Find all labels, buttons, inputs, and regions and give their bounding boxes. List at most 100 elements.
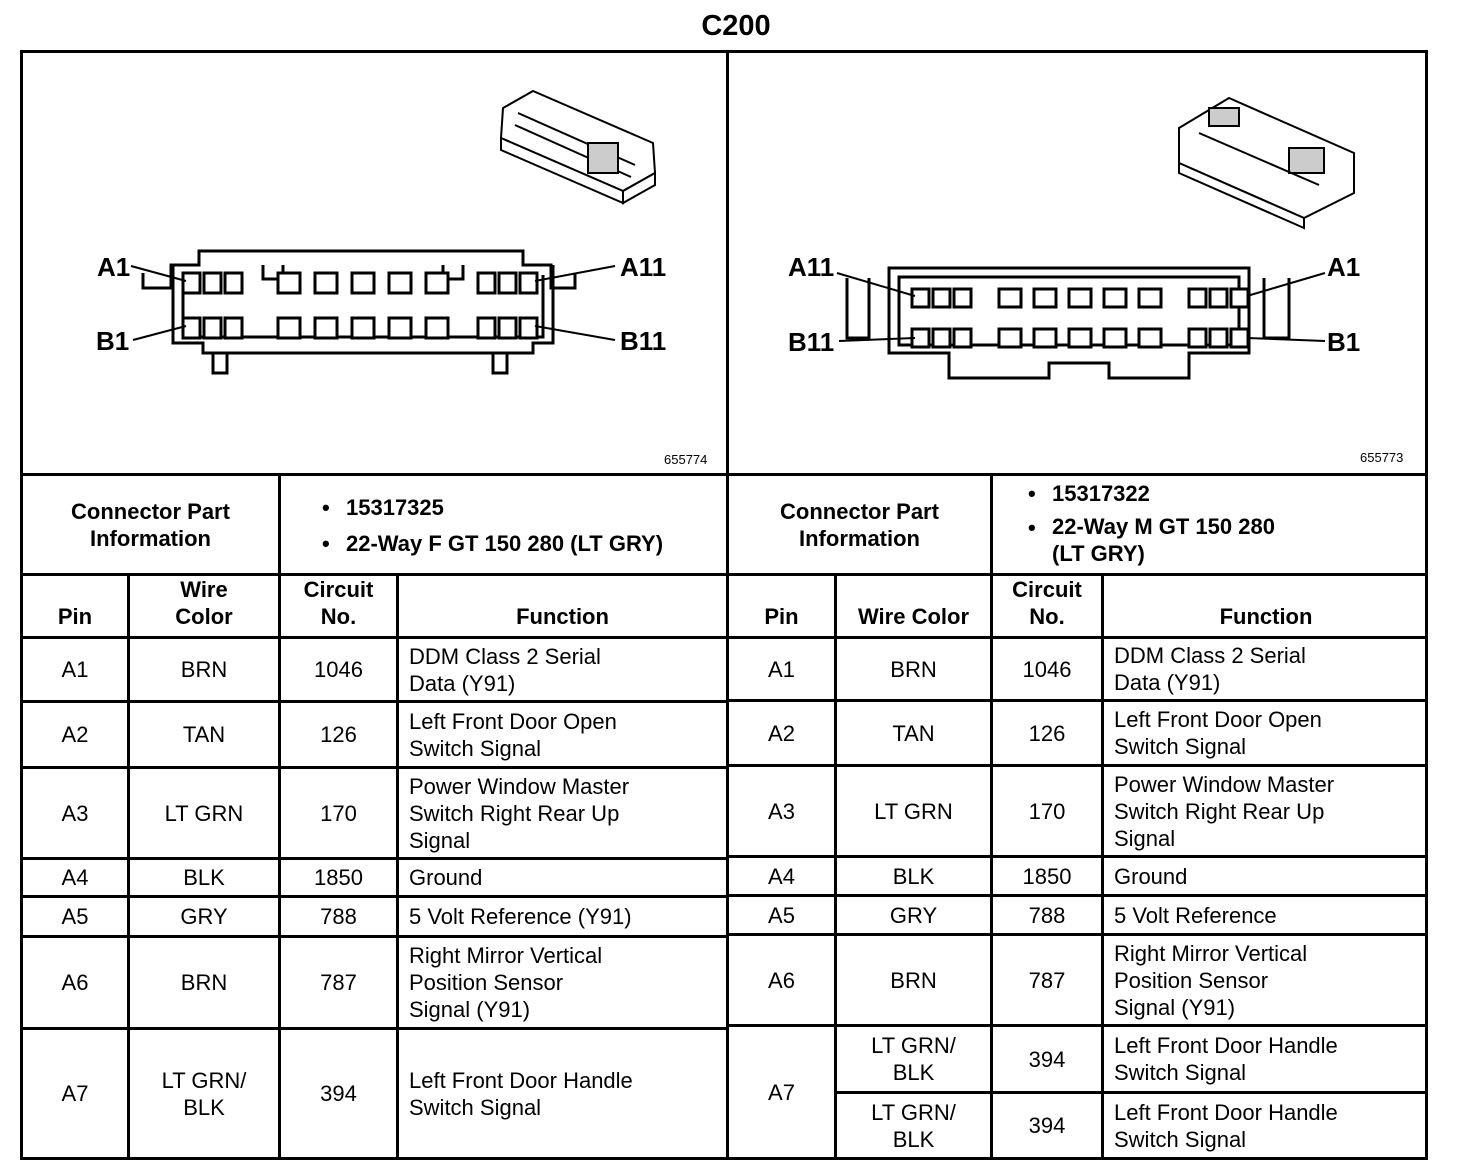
row-rule [727, 764, 1428, 767]
wire-color-cell: LT GRN/ BLK [871, 1033, 956, 1085]
circuit-cell: 1046 [1022, 656, 1072, 682]
circuit-cell: 394 [1028, 1113, 1066, 1138]
part-info-label-right: Connector Part Information [780, 498, 939, 551]
pin-cell: A7 [768, 1079, 795, 1105]
page-title: C200 [701, 10, 771, 42]
pin-cell: A1 [61, 657, 89, 682]
pin-label-b1-right: B1 [1327, 327, 1361, 357]
col-header-function: Function [516, 604, 609, 629]
row-rule [20, 700, 727, 703]
row-rule [20, 935, 727, 938]
part-info-label-left: Connector Part Information [71, 498, 230, 551]
part-description: 22-Way M GT 150 280 (LT GRY) [1052, 514, 1275, 566]
part-numbers-right: •15317322 •22-Way M GT 150 280 (LT GRY) [1028, 481, 1275, 566]
col-header-pin: Pin [57, 604, 93, 629]
circuit-cell: 394 [1028, 1046, 1066, 1072]
pin-label-b11-right: B11 [788, 327, 835, 357]
function-cell: Left Front Door Handle Switch Signal [1114, 1099, 1338, 1152]
row-rule [727, 855, 1428, 858]
circuit-cell: 170 [320, 800, 357, 826]
part-numbers-left: •15317325 •22-Way F GT 150 280 (LT GRY) [322, 495, 664, 556]
function-cell: 5 Volt Reference (Y91) [409, 904, 632, 929]
pin-cell: A3 [61, 800, 89, 826]
function-cell: DDM Class 2 Serial Data (Y91) [409, 643, 601, 696]
connector-3d-icon [499, 89, 657, 205]
connector-sheet-frame [20, 50, 1428, 1160]
circuit-cell: 170 [1028, 798, 1066, 824]
row-rule [727, 699, 1428, 702]
col-header-function: Function [1219, 604, 1313, 629]
wire-color-cell: LT GRN [164, 800, 244, 826]
function-cell: Ground [1114, 863, 1188, 889]
col-header-wire-color: Wire Color [857, 604, 970, 629]
circuit-cell: 788 [320, 904, 357, 929]
function-cell: Right Mirror Vertical Position Sensor Si… [1114, 940, 1308, 1020]
wire-color-cell: GRY [889, 902, 938, 928]
connector-illustration-left [130, 89, 657, 375]
col-rule-right-circuit [990, 474, 993, 1160]
connector-3d-icon [1178, 96, 1355, 230]
pin-label-a1-left: A1 [97, 252, 131, 282]
wire-color-cell: BRN [180, 970, 228, 995]
row-rule [727, 894, 1428, 897]
circuit-cell: 787 [1028, 967, 1066, 993]
circuit-cell: 1850 [314, 865, 363, 890]
center-divider [726, 50, 729, 1160]
pin-cell: A6 [61, 970, 89, 995]
pin-cell: A6 [768, 967, 795, 993]
circuit-cell: 1046 [314, 657, 363, 682]
circuit-cell: 1850 [1022, 863, 1072, 889]
col-rule-left-circuit [278, 474, 281, 1160]
col-header-pin: Pin [764, 604, 799, 629]
circuit-cell: 126 [1028, 720, 1066, 746]
circuit-cell: 126 [320, 722, 357, 747]
pin-label-a1-right: A1 [1327, 252, 1361, 282]
circuit-cell: 788 [1028, 902, 1066, 928]
pin-cell: A2 [768, 720, 795, 746]
pin-cell: A3 [768, 798, 795, 824]
part-description: 22-Way F GT 150 280 (LT GRY) [346, 531, 664, 556]
wire-color-cell: BRN [890, 967, 937, 993]
function-cell: Left Front Door Open Switch Signal [409, 708, 617, 761]
row-rule [834, 1091, 1428, 1094]
col-rule [396, 574, 399, 1160]
header-bottom-rule [20, 636, 1428, 639]
col-rule [127, 574, 130, 1160]
pin-cell: A2 [61, 722, 89, 747]
pin-cell: A4 [768, 863, 795, 889]
function-cell: Left Front Door Handle Switch Signal [1114, 1033, 1338, 1085]
pin-cell: A7 [61, 1081, 89, 1106]
circuit-cell: 787 [320, 970, 357, 995]
circuit-cell: 394 [320, 1081, 357, 1106]
wire-color-cell: LT GRN/ BLK [161, 1067, 247, 1120]
wire-color-cell: TAN [892, 720, 935, 746]
pin-label-a11-left: A11 [620, 252, 667, 282]
figure-id-left: 655774 [664, 452, 708, 467]
wire-color-cell: TAN [182, 722, 226, 747]
function-cell: DDM Class 2 Serial Data (Y91) [1114, 643, 1306, 695]
function-cell: Ground [409, 865, 483, 890]
cavity-row-b [181, 316, 539, 340]
wire-color-cell: LT GRN [874, 798, 953, 824]
wire-color-cell: BRN [180, 657, 228, 682]
col-header-wire-color: Wire Color [175, 577, 233, 629]
connector-illustration-right [836, 96, 1355, 380]
pin-label-b11-left: B11 [620, 326, 667, 356]
col-rule [1101, 574, 1104, 1160]
cavity-row-a [910, 287, 1250, 309]
pin-cell: A5 [61, 904, 89, 929]
col-header-circuit: Circuit No. [1012, 577, 1082, 629]
part-number: 15317325 [346, 495, 444, 520]
col-header-circuit: Circuit No. [303, 577, 374, 629]
pin-label-a11-right: A11 [788, 252, 835, 282]
row-rule [20, 1027, 727, 1030]
wire-color-cell: BRN [890, 656, 937, 682]
part-number: 15317322 [1052, 481, 1150, 506]
pin-cell: A4 [61, 865, 89, 890]
pin-label-b1-left: B1 [96, 326, 130, 356]
wire-color-cell: BLK [183, 865, 225, 890]
pin-cell: A5 [768, 902, 795, 928]
function-cell: Left Front Door Handle Switch Signal [409, 1067, 633, 1120]
function-cell: Right Mirror Vertical Position Sensor Si… [409, 943, 603, 1022]
function-cell: Power Window Master Switch Right Rear Up… [409, 773, 630, 853]
